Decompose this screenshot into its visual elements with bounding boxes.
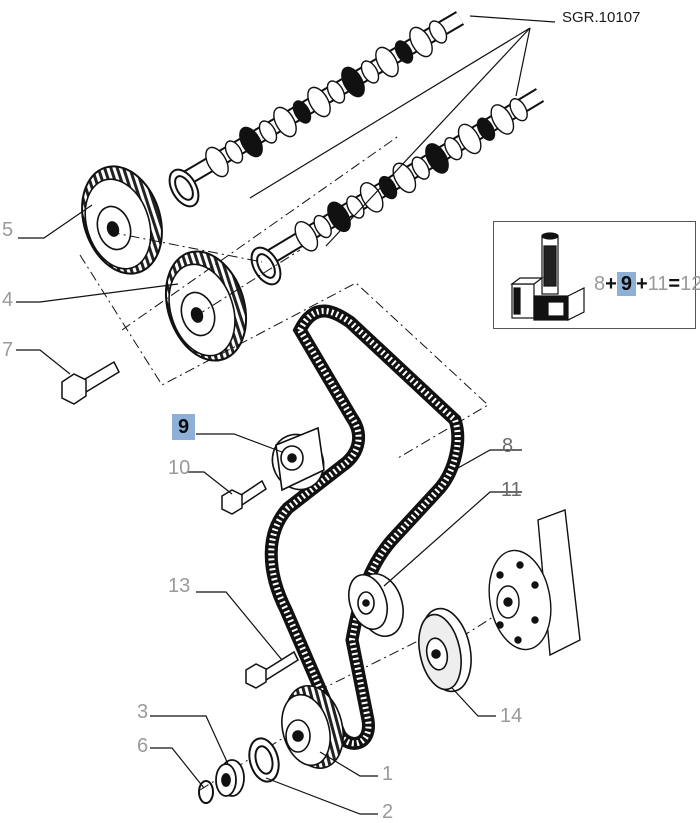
- lower-camshaft: [257, 88, 545, 269]
- timing-belt: [264, 304, 465, 750]
- callout-6[interactable]: 6: [137, 735, 149, 757]
- kit-packages-icon: [510, 232, 585, 321]
- callout-3[interactable]: 3: [137, 701, 149, 723]
- cam-lobe: [392, 162, 417, 194]
- cam-lobe: [490, 104, 515, 135]
- callout-7[interactable]: 7: [2, 339, 14, 361]
- cam-lobe: [375, 46, 399, 78]
- cam-lobe: [205, 146, 229, 178]
- callout-leaders: [16, 204, 522, 815]
- tensioner-bolt: [221, 479, 267, 515]
- idler-pulley: [348, 573, 404, 637]
- crank-sprocket: [281, 684, 344, 770]
- kit-equals: =: [668, 273, 681, 295]
- cam-pulley-upper: [81, 165, 163, 275]
- kit-composition-box: 8+9+11=12: [493, 221, 700, 329]
- callout-5[interactable]: 5: [2, 219, 14, 241]
- cam-pulley-bolt: [61, 360, 120, 405]
- cam-lobe: [394, 40, 414, 64]
- kit-part-8: 8: [594, 273, 606, 295]
- callout-8[interactable]: 8: [502, 435, 514, 457]
- idler-bolt: [245, 650, 299, 689]
- crank-circlip: [198, 780, 214, 804]
- ref-leader-lines: [249, 15, 556, 247]
- callout-10[interactable]: 10: [168, 457, 191, 479]
- callout-2[interactable]: 2: [382, 801, 394, 823]
- cam-lobe: [476, 117, 496, 141]
- cam-lobe: [313, 214, 332, 239]
- cam-lobe: [444, 137, 463, 161]
- callout-1[interactable]: 1: [382, 763, 394, 785]
- cam-lobe: [292, 100, 312, 124]
- callout-4[interactable]: 4: [2, 289, 14, 311]
- kit-plus-2: +: [635, 273, 648, 295]
- callout-13[interactable]: 13: [168, 575, 191, 597]
- cam-lobe: [239, 126, 263, 158]
- kit-part-12[interactable]: 12: [680, 273, 700, 295]
- cam-lobe: [425, 143, 449, 174]
- crank-spacer: [215, 759, 245, 797]
- cam-lobe: [457, 123, 482, 155]
- cam-lobe: [326, 80, 346, 104]
- cam-lobe: [341, 66, 365, 98]
- cam-lobe: [378, 175, 398, 200]
- upper-camshaft-seal: [168, 168, 200, 208]
- cam-lobe: [411, 156, 430, 180]
- cam-lobe: [327, 201, 351, 233]
- cam-lobe: [294, 220, 319, 252]
- cam-pulley-lower: [164, 250, 248, 362]
- cam-lobe: [273, 106, 297, 138]
- crank-flange: [488, 509, 581, 657]
- cam-lobe: [360, 60, 380, 84]
- callout-11[interactable]: 11: [501, 479, 522, 501]
- cam-lobe: [258, 120, 278, 144]
- crank-seal: [248, 737, 280, 783]
- belt-tensioner: [271, 426, 325, 492]
- callout-14[interactable]: 14: [500, 705, 523, 727]
- cam-lobe: [224, 140, 244, 164]
- kit-part-9-selected[interactable]: 9: [616, 272, 636, 296]
- cam-lobe: [346, 195, 365, 219]
- cam-lobe: [307, 86, 331, 118]
- callout-9-selected[interactable]: 9: [172, 414, 196, 440]
- kit-part-11: 11: [647, 273, 669, 295]
- cam-lobe: [409, 26, 433, 58]
- water-pump-pulley: [418, 607, 472, 693]
- reference-code: SGR.10107: [562, 9, 641, 26]
- kit-plus-1: +: [605, 273, 617, 295]
- kit-equation: 8+9+11=12: [594, 272, 700, 296]
- cam-lobe: [509, 98, 528, 122]
- cam-lobe: [428, 20, 448, 44]
- lower-camshaft-seal: [250, 246, 282, 286]
- upper-camshaft: [170, 11, 465, 192]
